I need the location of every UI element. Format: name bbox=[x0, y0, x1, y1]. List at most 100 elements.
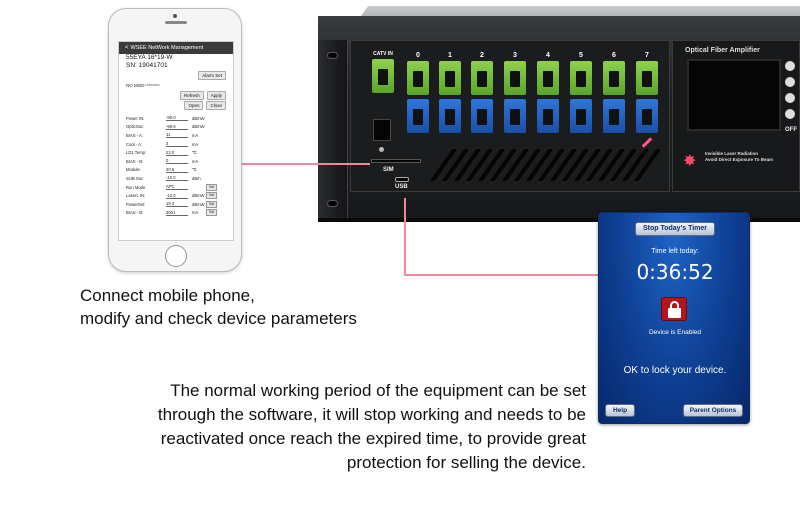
sim-slot bbox=[371, 159, 421, 163]
control-knob bbox=[785, 77, 795, 87]
refresh-button[interactable]: Refresh bbox=[179, 90, 204, 100]
green-port bbox=[570, 61, 592, 95]
parameter-value: 20.5 bbox=[166, 167, 188, 173]
close-button[interactable]: Close bbox=[206, 100, 226, 110]
parameter-row: Module:20.5℃ bbox=[126, 166, 232, 175]
port-number: 7 bbox=[645, 52, 649, 59]
device-status: Device is Enabled bbox=[648, 329, 702, 336]
timer-caption: The normal working period of the equipme… bbox=[157, 381, 586, 472]
set-button[interactable]: Set bbox=[206, 200, 218, 208]
parameter-unit: mA bbox=[192, 132, 199, 138]
parameter-label: LD1 Temp: bbox=[126, 150, 147, 156]
alarm-row: Alarm Set bbox=[126, 70, 233, 80]
port-column-5: 5 bbox=[569, 51, 593, 137]
laser-warning-icon: ✸ bbox=[683, 153, 697, 170]
sim-label: SIM bbox=[383, 167, 394, 173]
port-number: 5 bbox=[579, 52, 583, 59]
parameter-unit: dBmW bbox=[192, 124, 205, 130]
port-number: 0 bbox=[416, 52, 420, 59]
port-number: 6 bbox=[612, 52, 616, 59]
parent-options-button[interactable]: Parent Options bbox=[683, 404, 743, 417]
open-close-row: Open Close bbox=[126, 100, 233, 110]
speaker-grille bbox=[165, 21, 187, 24]
port-column-7: 7 bbox=[635, 51, 659, 137]
port-column-2: 2 bbox=[470, 51, 494, 137]
blue-port bbox=[439, 99, 461, 133]
device-model: 55EYA 16*19-W bbox=[126, 54, 173, 61]
port-column-3: 3 bbox=[503, 51, 527, 137]
parameter-unit: ℃ bbox=[192, 150, 197, 156]
port-column-1: 1 bbox=[438, 51, 462, 137]
parameter-unit: mA bbox=[192, 141, 199, 147]
status-led bbox=[379, 147, 384, 152]
blue-port bbox=[504, 99, 526, 133]
device-serial: SN: 19041701 bbox=[126, 62, 168, 69]
parameter-label: Run Mode bbox=[126, 184, 146, 190]
blue-port bbox=[407, 99, 429, 133]
timer-connector-horizontal bbox=[404, 274, 598, 276]
parameter-label: SUB Out: bbox=[126, 175, 144, 181]
parameter-label: PowerSet: bbox=[126, 201, 146, 207]
port-number: 2 bbox=[480, 52, 484, 59]
app-header: < WSEE NetWork Management bbox=[119, 42, 233, 54]
parameter-label: LaserL IN: bbox=[126, 193, 146, 199]
green-port bbox=[636, 61, 658, 95]
green-port bbox=[471, 61, 493, 95]
mount-hole bbox=[327, 52, 338, 59]
phone-screen: < WSEE NetWork Management 55EYA 16*19-W … bbox=[118, 41, 234, 241]
port-number: 1 bbox=[448, 52, 452, 59]
camera-icon bbox=[173, 14, 177, 18]
parameter-value[interactable]: -12.0 bbox=[166, 193, 188, 199]
apply-button[interactable]: Apply bbox=[206, 90, 226, 100]
usb-label: USB bbox=[395, 184, 408, 190]
display-panel: Optical Fiber Amplifier OFF ✸ Invisible … bbox=[672, 40, 800, 192]
alarm-set-button[interactable]: Alarm Set bbox=[198, 70, 226, 80]
parameter-value[interactable]: 3001 bbox=[166, 210, 188, 216]
port-number: 3 bbox=[513, 52, 517, 59]
parameter-row: LD1 Temp:22.0℃ bbox=[126, 148, 232, 157]
rf-port bbox=[373, 119, 391, 141]
set-button[interactable]: Set bbox=[206, 209, 218, 217]
catv-label: CATV IN bbox=[373, 51, 393, 57]
green-port bbox=[439, 61, 461, 95]
green-port bbox=[537, 61, 559, 95]
green-port bbox=[603, 61, 625, 95]
set-button[interactable]: Set bbox=[206, 192, 218, 200]
help-button[interactable]: Help bbox=[605, 404, 635, 417]
green-port bbox=[504, 61, 526, 95]
parameter-value: -99.9 bbox=[166, 124, 188, 130]
blue-port bbox=[471, 99, 493, 133]
blue-port bbox=[537, 99, 559, 133]
timer-connector-vertical bbox=[404, 198, 406, 276]
parameter-label: BIAS - B: bbox=[126, 158, 144, 164]
blue-port bbox=[636, 99, 658, 133]
parameter-value[interactable]: 19.3 bbox=[166, 201, 188, 208]
control-knob bbox=[785, 93, 795, 103]
mount-hole bbox=[327, 200, 338, 207]
stop-timer-button[interactable]: Stop Today's Timer bbox=[635, 222, 715, 236]
home-button[interactable] bbox=[165, 245, 187, 267]
mod-row: NO MOD unknown bbox=[126, 80, 233, 90]
mod-label: NO MOD bbox=[126, 82, 145, 88]
parameter-value: -90.0 bbox=[166, 115, 188, 122]
parameter-value[interactable]: APC bbox=[166, 184, 188, 191]
parameter-label: BIAS - B: bbox=[126, 210, 144, 216]
control-knob bbox=[785, 109, 795, 119]
mod-status: unknown bbox=[145, 83, 160, 87]
parameter-value: 0 bbox=[166, 158, 188, 165]
parameter-unit: mA bbox=[192, 210, 199, 216]
lock-icon[interactable] bbox=[661, 297, 687, 321]
back-arrow-icon[interactable]: < bbox=[125, 45, 129, 51]
parameter-unit: dBm bbox=[192, 175, 201, 181]
open-button[interactable]: Open bbox=[184, 100, 204, 110]
set-button[interactable]: Set bbox=[206, 183, 218, 191]
phone-caption: Connect mobile phone, modify and check d… bbox=[80, 286, 357, 328]
